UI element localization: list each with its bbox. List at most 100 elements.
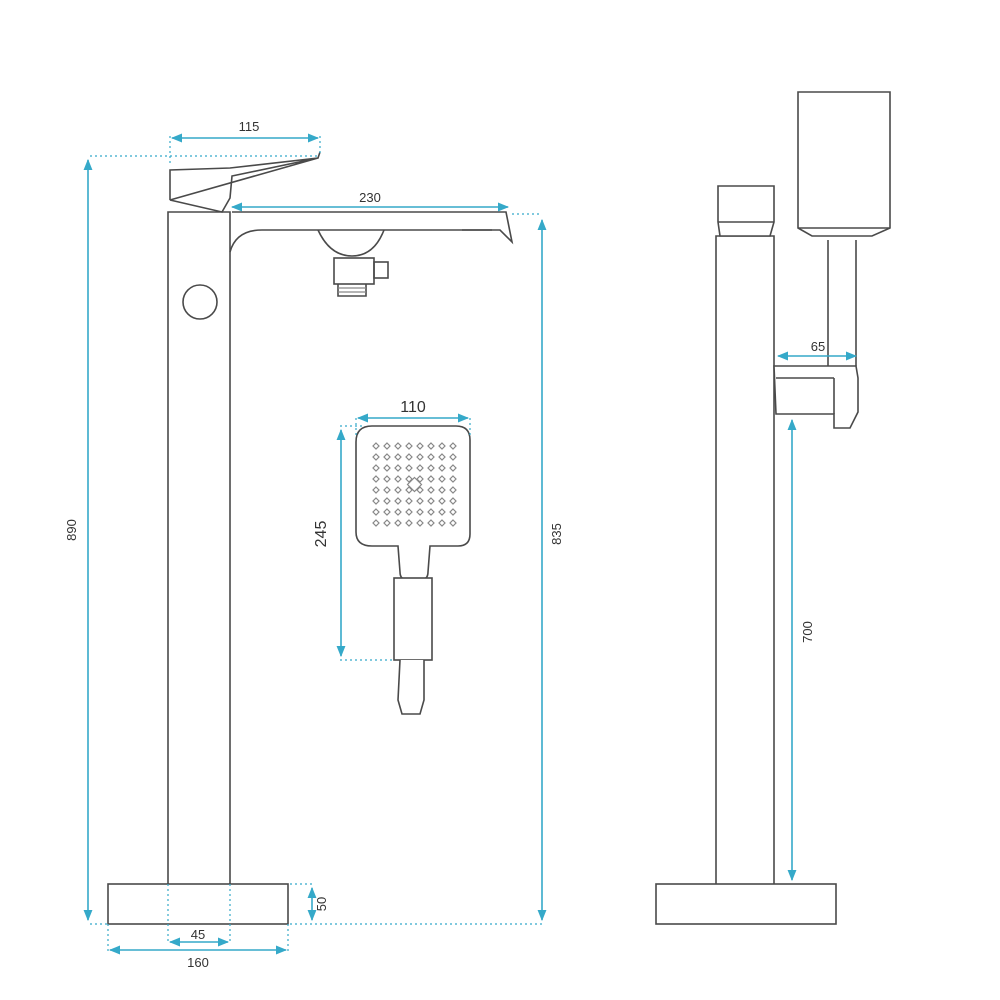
shower-nozzle	[438, 464, 446, 472]
dimension-lines: 115 230 890 835 110 245 50 45	[64, 119, 858, 970]
shower-nozzle	[394, 508, 402, 516]
label-spout-height: 835	[549, 523, 564, 545]
shower-nozzle	[427, 442, 435, 450]
shower-nozzle	[449, 486, 457, 494]
hose-connector	[333, 257, 375, 285]
shower-nozzle	[394, 497, 402, 505]
shower-nozzle	[438, 497, 446, 505]
shower-nozzle	[405, 508, 413, 516]
shower-nozzle	[449, 464, 457, 472]
front-lever	[169, 151, 321, 213]
shower-nozzle	[427, 464, 435, 472]
diverter-knob	[182, 284, 218, 320]
shower-nozzle	[449, 453, 457, 461]
shower-nozzle	[416, 464, 424, 472]
shower-handle	[393, 577, 433, 661]
shower-nozzle	[449, 519, 457, 527]
shower-nozzle	[449, 442, 457, 450]
hose-thread	[337, 284, 367, 297]
label-holder-depth: 65	[811, 339, 825, 354]
shower-nozzle	[449, 508, 457, 516]
front-base	[107, 883, 289, 925]
shower-nozzle	[394, 453, 402, 461]
shower-nozzle	[405, 475, 413, 483]
shower-nozzle	[383, 453, 391, 461]
shower-nozzle	[438, 508, 446, 516]
shower-handle-end	[397, 659, 425, 715]
shower-nozzle	[372, 453, 380, 461]
shower-nozzle	[427, 475, 435, 483]
shower-nozzle	[372, 442, 380, 450]
shower-nozzle	[416, 486, 424, 494]
shower-nozzle	[372, 497, 380, 505]
side-shower-handle	[827, 240, 857, 366]
shower-nozzle-grid	[372, 442, 457, 527]
shower-nozzle	[394, 486, 402, 494]
shower-nozzle	[394, 519, 402, 527]
label-holder-height: 700	[800, 621, 815, 643]
label-shower-head-width: 110	[400, 399, 426, 416]
shower-nozzle	[438, 442, 446, 450]
shower-nozzle	[427, 486, 435, 494]
shower-nozzle	[427, 453, 435, 461]
side-column	[715, 235, 775, 884]
shower-nozzle	[416, 508, 424, 516]
label-base-height: 50	[314, 897, 329, 911]
shower-nozzle	[372, 464, 380, 472]
shower-nozzle	[394, 475, 402, 483]
label-column-width: 45	[191, 927, 205, 942]
shower-nozzle	[383, 519, 391, 527]
front-column	[167, 211, 231, 884]
shower-nozzle	[416, 453, 424, 461]
side-base	[655, 883, 837, 925]
shower-nozzle	[405, 519, 413, 527]
shower-nozzle	[383, 442, 391, 450]
shower-nozzle	[372, 475, 380, 483]
thread-lines	[338, 287, 366, 293]
shower-nozzle	[438, 453, 446, 461]
label-handle-length: 115	[239, 119, 260, 134]
side-lever	[717, 185, 775, 237]
shower-nozzle	[372, 519, 380, 527]
shower-nozzle	[416, 442, 424, 450]
shower-nozzle	[416, 497, 424, 505]
shower-nozzle	[383, 464, 391, 472]
shower-nozzle	[427, 508, 435, 516]
shower-center-nozzle	[406, 476, 423, 493]
front-view	[107, 151, 514, 925]
hose-connector-nut	[373, 261, 389, 279]
shower-nozzle	[372, 508, 380, 516]
shower-nozzle	[438, 475, 446, 483]
connector-bracket	[317, 229, 385, 257]
shower-nozzle	[438, 519, 446, 527]
shower-nozzle	[438, 486, 446, 494]
label-base-width: 160	[187, 955, 209, 970]
shower-nozzle	[427, 497, 435, 505]
shower-nozzle	[416, 519, 424, 527]
shower-nozzle	[427, 519, 435, 527]
label-spout-length: 230	[359, 190, 381, 205]
label-shower-length: 245	[313, 521, 330, 548]
shower-nozzle	[394, 464, 402, 472]
shower-nozzle	[383, 475, 391, 483]
shower-nozzle	[405, 486, 413, 494]
shower-nozzle	[405, 464, 413, 472]
side-view	[655, 91, 891, 925]
label-total-height: 890	[64, 519, 79, 541]
shower-nozzle	[405, 453, 413, 461]
shower-nozzle	[383, 508, 391, 516]
shower-nozzle	[449, 497, 457, 505]
shower-nozzle	[416, 475, 424, 483]
shower-nozzle	[394, 442, 402, 450]
hand-shower	[355, 425, 471, 715]
shower-nozzle	[383, 497, 391, 505]
side-shower-head	[797, 91, 891, 237]
front-spout	[229, 211, 514, 253]
shower-nozzle	[405, 497, 413, 505]
shower-nozzle	[449, 475, 457, 483]
shower-nozzle	[383, 486, 391, 494]
shower-nozzle	[372, 486, 380, 494]
shower-holder	[773, 365, 859, 429]
